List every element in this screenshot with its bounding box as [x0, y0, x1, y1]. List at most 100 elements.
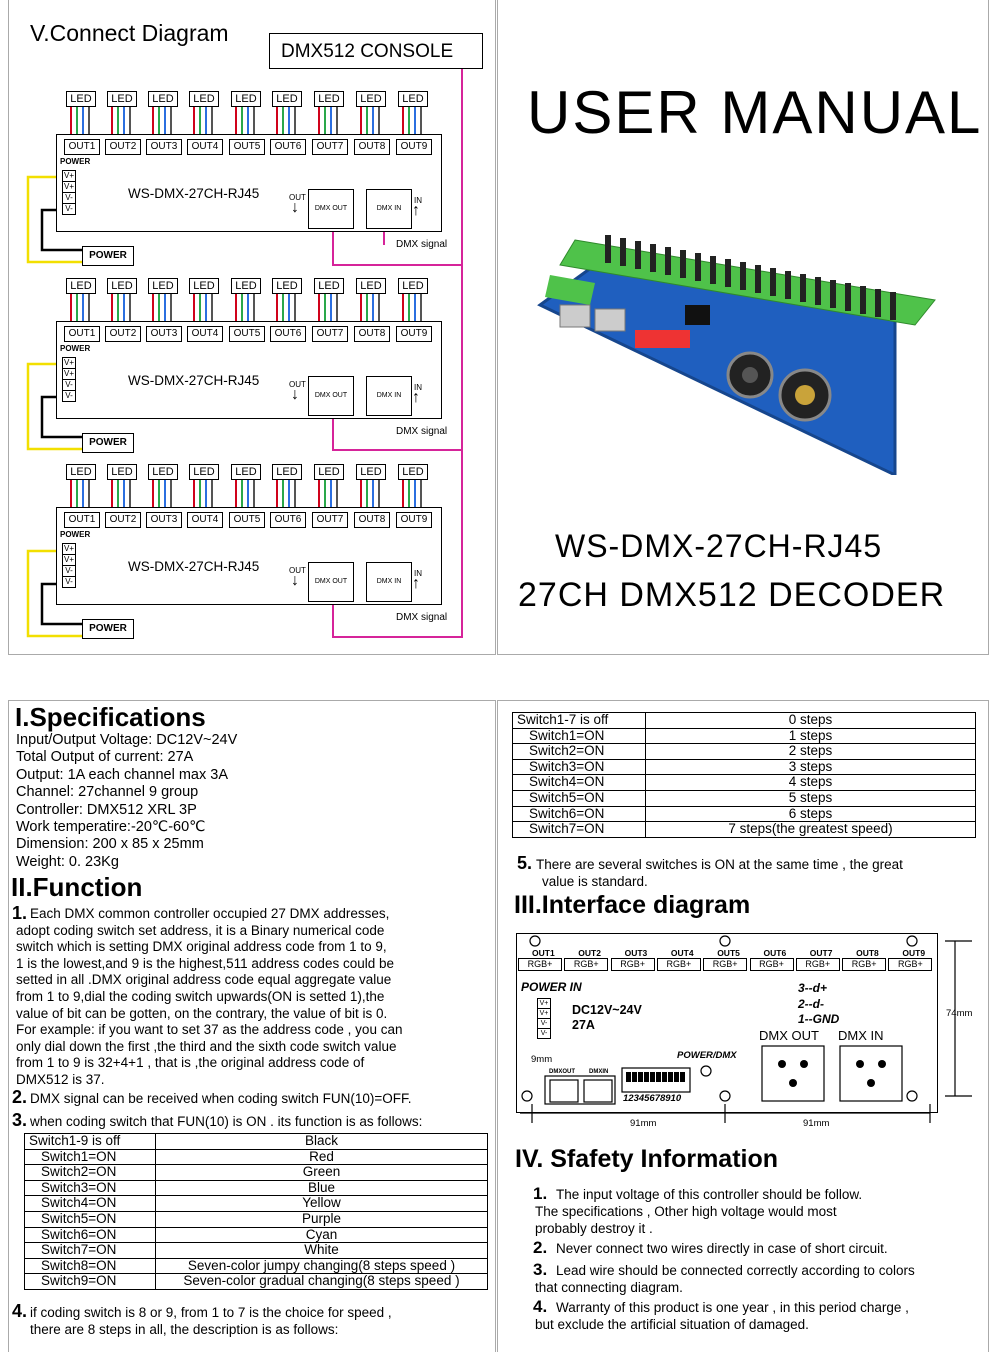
power-terminal: V-	[62, 192, 76, 204]
interface-pin-3: 3--d+	[798, 981, 828, 995]
board-output-label: OUT6	[270, 139, 306, 155]
interface-dmx-out: DMX OUT	[759, 1028, 819, 1043]
led-box: LED	[148, 464, 178, 480]
function-p5-line: value is standard.	[542, 873, 648, 889]
led-box: LED	[231, 91, 261, 107]
switch-cell: Switch6=ON	[24, 1226, 156, 1244]
switch-cell: Switch8=ON	[24, 1257, 156, 1275]
cover-title: USER MANUAL	[527, 79, 983, 146]
function-p1-line: DMX512 is 37.	[16, 1071, 105, 1087]
spec-line: Dimension: 200 x 85 x 25mm	[16, 836, 204, 853]
interface-rgb-terminal: RGB+	[888, 958, 933, 971]
spec-heading: I.Specifications	[15, 702, 206, 732]
spec-line: Total Output of current: 27A	[16, 749, 194, 766]
led-box: LED	[231, 464, 261, 480]
led-box: LED	[107, 278, 137, 294]
switch-cell: Switch2=ON	[24, 1164, 156, 1181]
led-box: LED	[66, 464, 96, 480]
interface-dmxin-port: DMXIN	[589, 1069, 609, 1075]
down-arrow-icon: ↓	[291, 199, 299, 216]
interface-out-label: OUT8	[856, 948, 879, 958]
board-output-label: OUT9	[396, 326, 432, 342]
decoder-board-photo	[537, 235, 936, 475]
led-box: LED	[398, 464, 428, 480]
power-supply-box: POWER	[82, 619, 134, 639]
interface-power-dmx: POWER/DMX	[677, 1050, 737, 1061]
interface-out-label: OUT1	[532, 948, 555, 958]
value-cell: 6 steps	[645, 805, 976, 823]
interface-current: 27A	[572, 1018, 595, 1032]
value-cell: 4 steps	[645, 774, 976, 791]
interface-rgb-terminal: RGB+	[703, 958, 748, 971]
connect-wiring	[26, 69, 463, 638]
up-arrow-icon: ↑	[412, 575, 420, 592]
power-terminal: V-	[62, 203, 76, 215]
board-output-label: OUT6	[270, 326, 306, 342]
in-arrow-label: IN	[414, 196, 422, 205]
safety-line: Lead wire should be connected correctly …	[556, 1263, 915, 1278]
function-p4: if coding switch is 8 or 9, from 1 to 7 …	[30, 1305, 392, 1338]
interface-rgb-terminal: RGB+	[656, 958, 701, 971]
function-p1: Each DMX common controller occupied 27 D…	[16, 906, 402, 1089]
value-cell: Yellow	[155, 1195, 488, 1212]
function-p1-num: 1.	[12, 903, 28, 923]
out-arrow-label: OUT	[289, 380, 306, 389]
interface-out-label: OUT9	[902, 948, 926, 958]
board-output-label: OUT1	[64, 139, 100, 155]
function-p2: DMX signal can be received when coding s…	[30, 1091, 412, 1106]
switch-cell: Switch1-7 is off	[512, 712, 646, 729]
spec-line: Channel: 27channel 9 group	[16, 784, 199, 801]
dmx-out-port: DMX OUT	[308, 376, 354, 416]
led-box: LED	[272, 278, 302, 294]
dmx-signal-label: DMX signal	[396, 239, 448, 250]
led-box: LED	[189, 91, 219, 107]
board-output-label: OUT4	[187, 326, 223, 342]
interface-heading: III.Interface diagram	[514, 891, 751, 919]
function-p3: when coding switch that FUN(10) is ON . …	[30, 1114, 423, 1129]
value-cell: 3 steps	[645, 758, 976, 776]
dmx-signal-label: DMX signal	[396, 612, 448, 623]
function-p4-num: 4.	[12, 1301, 28, 1321]
board-output-label: OUT2	[105, 326, 141, 342]
value-cell: Black	[155, 1133, 488, 1150]
board-output-label: OUT5	[229, 326, 265, 342]
board-output-label: OUT1	[64, 512, 100, 528]
board-power-label: POWER	[60, 157, 91, 166]
cover-model: WS-DMX-27CH-RJ45	[555, 528, 883, 564]
value-cell: Green	[155, 1164, 488, 1181]
led-box: LED	[398, 278, 428, 294]
led-box: LED	[398, 91, 428, 107]
safety-line: that connecting diagram.	[535, 1280, 683, 1295]
board-power-label: POWER	[60, 530, 91, 539]
interface-dim-9mm: 9mm	[531, 1054, 553, 1065]
board-output-label: OUT8	[354, 139, 390, 155]
function-p4-line: if coding switch is 8 or 9, from 1 to 7 …	[30, 1305, 392, 1320]
board-output-label: OUT7	[312, 326, 348, 342]
interface-dim-91mm-right: 91mm	[803, 1118, 830, 1129]
board-output-label: OUT3	[146, 139, 182, 155]
safety-num: 2.	[533, 1238, 548, 1257]
switch-cell: Switch4=ON	[24, 1195, 156, 1212]
switch-cell: Switch4=ON	[512, 774, 646, 791]
interface-dmx-in: DMX IN	[838, 1028, 884, 1043]
dmx-in-port: DMX IN	[366, 189, 412, 229]
value-cell: Seven-color gradual changing(8 steps spe…	[155, 1273, 488, 1290]
power-terminal: V-	[62, 576, 76, 588]
led-box: LED	[272, 464, 302, 480]
safety-heading: IV. Sfafety Information	[515, 1145, 779, 1173]
safety-line: Warranty of this product is one year , i…	[556, 1300, 909, 1315]
led-box: LED	[148, 278, 178, 294]
out-arrow-label: OUT	[289, 193, 306, 202]
led-box: LED	[107, 464, 137, 480]
switch-cell: Switch5=ON	[512, 789, 646, 807]
switch-cell: Switch1-9 is off	[24, 1133, 156, 1150]
